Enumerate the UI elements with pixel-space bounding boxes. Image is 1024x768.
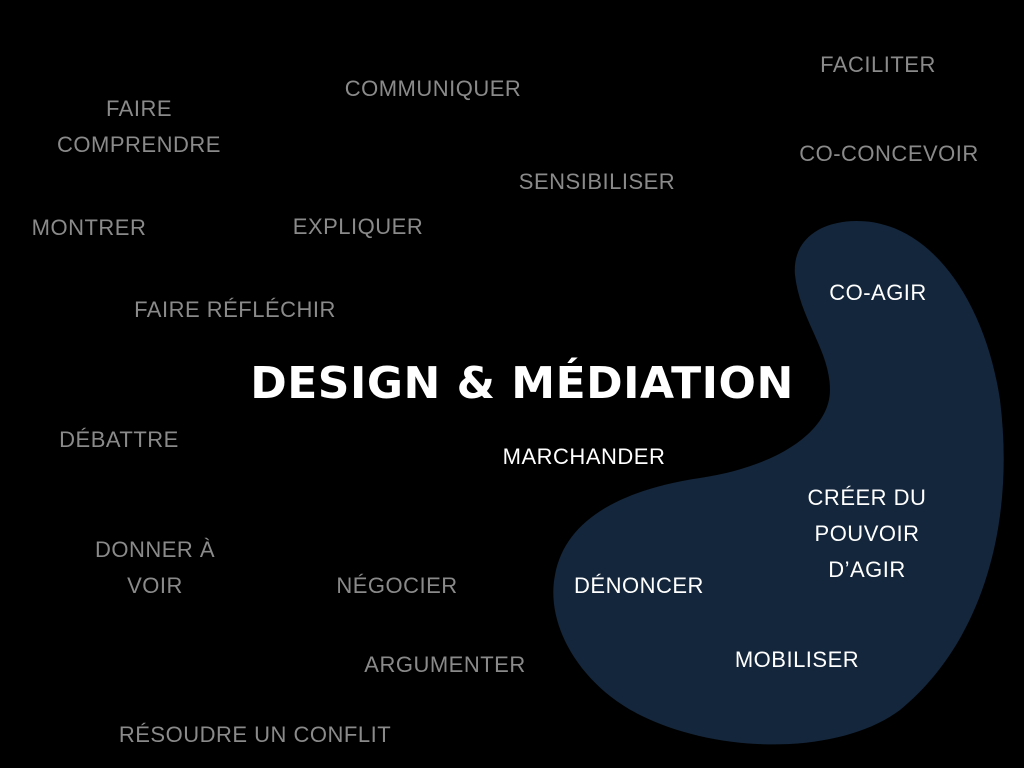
word-sensibiliser: SENSIBILISER — [518, 169, 676, 194]
word-faire-comprendre: FAIRE COMPRENDRE — [57, 91, 221, 163]
word-montrer: MONTRER — [31, 215, 147, 240]
word-faciliter: FACILITER — [820, 52, 936, 77]
word-resoudre-un-conflit: RÉSOUDRE UN CONFLIT — [118, 722, 392, 747]
blob-path — [553, 221, 1004, 745]
word-faire-comprendre-line-2: COMPRENDRE — [57, 132, 221, 157]
word-negocier: NÉGOCIER — [336, 573, 458, 598]
word-faire-reflechir: FAIRE RÉFLÉCHIR — [134, 297, 336, 322]
word-faire-comprendre-line-1: FAIRE — [105, 96, 173, 121]
word-creer-du-pouvoir-dagir: CRÉER DU POUVOIR D’AGIR — [808, 480, 927, 588]
word-creer-line-1: CRÉER DU — [807, 485, 927, 510]
word-donner-a-voir-line-1: DONNER À — [94, 537, 216, 562]
word-argumenter: ARGUMENTER — [364, 652, 526, 677]
slide-title: DESIGN & MÉDIATION — [250, 358, 794, 409]
word-mobiliser: MOBILISER — [734, 647, 860, 672]
word-donner-a-voir-line-2: VOIR — [127, 573, 183, 598]
word-creer-line-3: D’AGIR — [828, 557, 906, 582]
word-co-concevoir: CO-CONCEVOIR — [799, 141, 979, 166]
word-communiquer: COMMUNIQUER — [344, 76, 522, 101]
word-co-agir: CO-AGIR — [829, 280, 927, 305]
word-expliquer: EXPLIQUER — [292, 214, 424, 239]
word-marchander: MARCHANDER — [502, 444, 666, 469]
word-debattre: DÉBATTRE — [59, 427, 179, 452]
word-denoncer: DÉNONCER — [574, 573, 704, 598]
word-creer-line-2: POUVOIR — [814, 521, 920, 546]
word-donner-a-voir: DONNER À VOIR — [95, 532, 215, 604]
